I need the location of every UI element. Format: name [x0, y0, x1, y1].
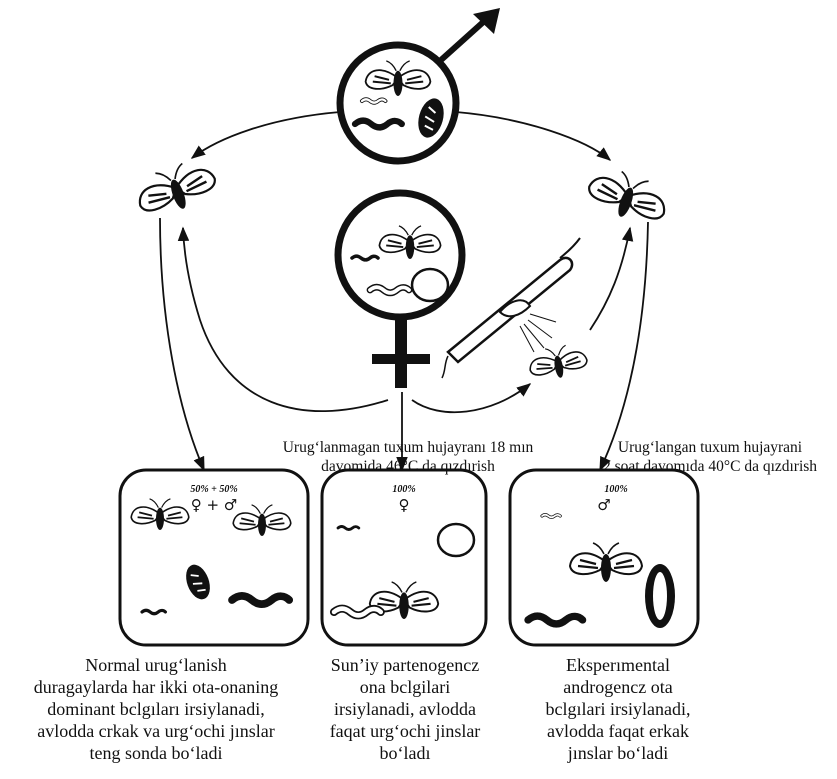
caption-heating-fertilized: Urug‘langan tuxum hujayrani 2 soat davom…	[585, 438, 835, 476]
arrow-right-moth-up	[589, 226, 634, 331]
caption-line: avlodda faqat erkak	[547, 721, 689, 741]
caption-line: duragaylarda har ikki ota-onaning	[33, 677, 279, 697]
caption-heating-unfertilized: Urug‘lanmagan tuxum hujayranı 18 mın dav…	[238, 438, 578, 476]
caption-line: androgencz ota	[563, 677, 673, 697]
caption-line: dominant bclgıları irsiylanadi,	[47, 699, 265, 719]
arrow-male-to-right	[455, 111, 612, 161]
caption-line: bo‘ladı	[379, 743, 431, 763]
percent-label: 100%	[604, 484, 627, 495]
moth-icon	[130, 153, 222, 224]
caption-androgenesis: Eksperımental androgencz ota bclgılari i…	[518, 654, 718, 764]
moth-icon	[582, 161, 674, 232]
sex-symbols: ♀	[399, 496, 410, 514]
lamp-icon	[441, 237, 581, 379]
sex-symbols: ♀ + ♂	[191, 496, 238, 514]
percent-label: 100%	[392, 484, 415, 495]
percent-label: 50% + 50%	[190, 484, 237, 495]
cocoon-icon	[645, 564, 675, 628]
caption-line: teng sonda bo‘ladi	[89, 743, 223, 763]
caption-line: 2 soat davomıda 40°C da qızdırish	[602, 458, 818, 475]
male-symbol-icon	[438, 8, 500, 63]
arrow-female-to-left-moth	[177, 226, 389, 412]
caption-line: Sun’iy partenogencz	[330, 655, 480, 675]
caption-normal-fertilization: Normal urug‘lanish duragaylarda har ikki…	[0, 654, 316, 764]
caption-line: Normal urug‘lanish	[85, 655, 227, 675]
offspring-box-right: 100% ♂	[508, 468, 700, 647]
caption-line: jınslar bo‘ladi	[567, 743, 669, 763]
arrow-right-moth-to-box	[599, 221, 649, 472]
arrow-left-moth-to-box	[159, 217, 205, 472]
caption-line: Urug‘lanmagan tuxum hujayranı 18 mın	[282, 439, 534, 456]
caption-line: avlodda crkak va urg‘ochi jınslar	[37, 721, 275, 741]
arrow-female-to-right-moth	[411, 383, 532, 414]
arrow-group	[159, 111, 649, 472]
female-symbol-icon	[372, 318, 430, 388]
caption-line: faqat urg‘ochi jinslar	[329, 721, 481, 741]
caption-line: ona bclgilari	[359, 677, 451, 697]
caption-line: irsiylanadi, avlodda	[334, 699, 476, 719]
caption-parthenogenesis: Sun’iy partenogencz ona bclgilari irsiyl…	[310, 654, 500, 764]
cocoon-icon	[436, 522, 476, 558]
caption-line: Urug‘langan tuxum hujayrani	[617, 439, 803, 456]
arrow-male-to-left	[190, 111, 341, 159]
female-parent-circle	[334, 189, 466, 388]
sex-symbols: ♂	[597, 496, 610, 514]
cocoon-icon	[410, 267, 450, 303]
moth-icon	[526, 341, 591, 384]
caption-line: Eksperımental	[566, 655, 670, 675]
caption-line: bclgılari irsiylanadi,	[545, 699, 691, 719]
caption-line: davomida 46°C da qızdırish	[321, 458, 495, 475]
offspring-box-center: 100% ♀	[320, 468, 488, 647]
offspring-box-left: 50% + 50% ♀ + ♂	[118, 468, 310, 647]
male-parent-circle	[336, 8, 500, 165]
